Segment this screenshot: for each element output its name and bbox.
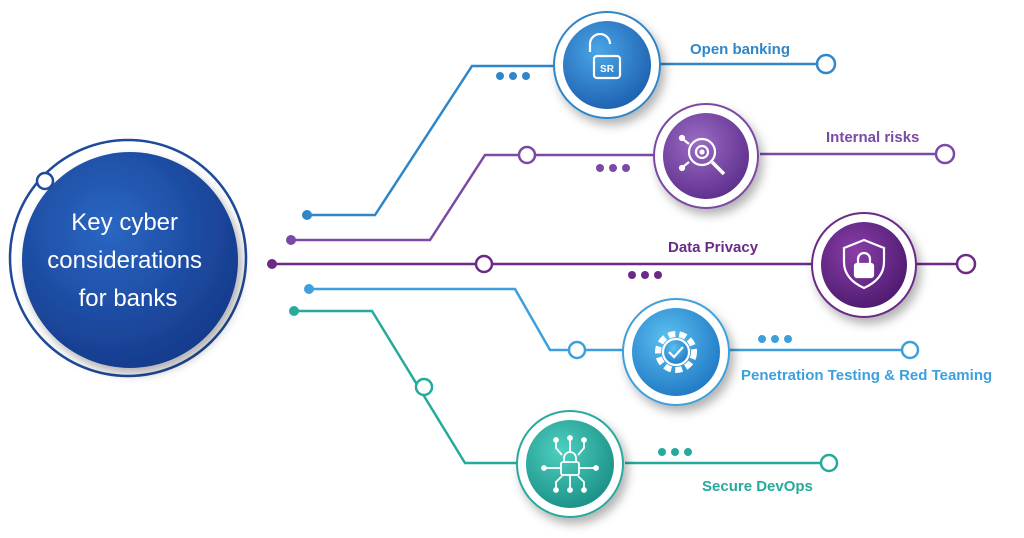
- label-internal-risks: Internal risks: [826, 129, 919, 146]
- hub-title-line-2: considerations: [47, 247, 202, 274]
- svg-text:Key cyber considerations: Key cyber considerations for banks: [47, 209, 208, 312]
- branch-node-open-banking: SR: [553, 11, 661, 119]
- connector-open-banking: [307, 64, 560, 217]
- branch-node-secure-devops: [516, 410, 624, 518]
- label-data-privacy: Data Privacy: [668, 239, 759, 256]
- label-pentest: Penetration Testing & Red Teaming: [741, 367, 992, 384]
- shield-lock-icon: [842, 238, 886, 290]
- label-open-banking: Open banking: [690, 41, 790, 58]
- hub-ring-dot: [35, 171, 55, 191]
- gear-check-icon: [655, 331, 697, 373]
- branch-node-pentest: [622, 298, 730, 406]
- svg-text:SR: SR: [600, 64, 615, 75]
- lock-sr-icon: SR: [588, 32, 622, 80]
- hub-title-line-1: Key cyber: [71, 209, 178, 236]
- connector-pentest: [309, 287, 628, 352]
- branch-node-data-privacy: [811, 212, 917, 318]
- label-secure-devops: Secure DevOps: [702, 478, 813, 495]
- connector-nodes: [414, 53, 977, 473]
- branch-node-internal-risks: [653, 103, 759, 209]
- ellipsis-dots: [496, 72, 792, 456]
- circuit-lock-icon: [541, 435, 599, 493]
- connector-internal-risks: [291, 153, 660, 242]
- connector-secure-devops: [294, 309, 520, 465]
- hub-node: Key cyber considerations for banks: [8, 138, 248, 378]
- hub-title-line-3: for banks: [79, 285, 178, 312]
- hub-side-dots: [267, 210, 314, 316]
- magnifier-target-icon: [678, 134, 726, 176]
